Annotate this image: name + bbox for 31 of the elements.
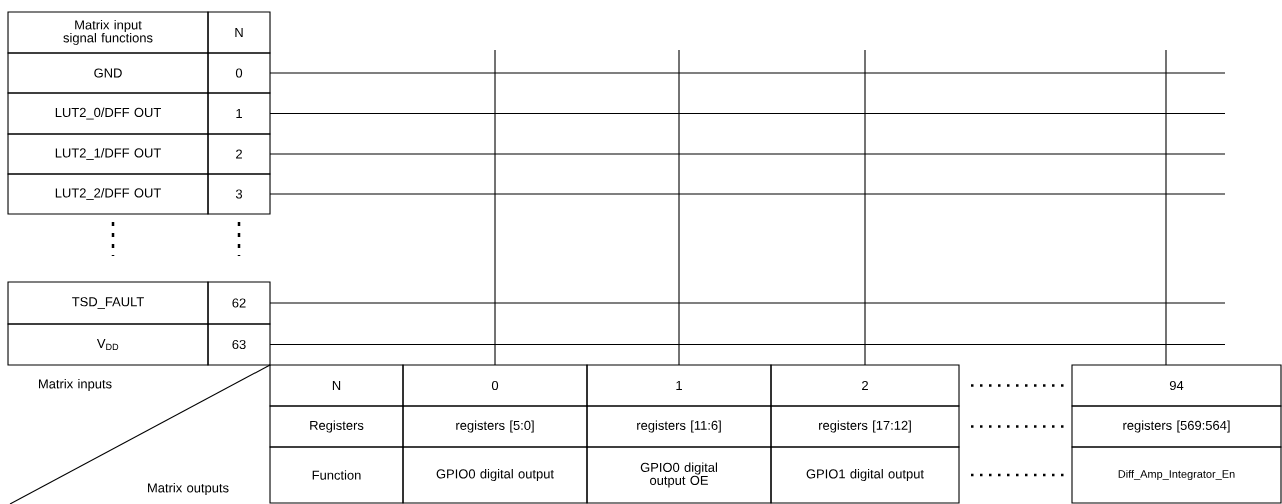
table-cell: registers [5:0] [402,405,588,448]
table-cell: GND [7,52,209,94]
table-cell: 2 [207,133,271,175]
table-cell: 2 [770,364,960,407]
table-cell: 63 [207,323,271,366]
table-cell: GPIO0 digital output OE [586,446,772,504]
table-cell: GPIO1 digital output [770,446,960,504]
table-cell: 0 [207,52,271,94]
table-cell: registers [17:12] [770,405,960,448]
axis-label: Matrix inputs [39,378,112,392]
table-cell: 3 [207,173,271,215]
table-cell: Matrix input signal functions [7,11,209,54]
table-cell: LUT2_1/DFF OUT [7,133,209,175]
table-cell: 0 [402,364,588,407]
table-cell: Function [269,446,404,504]
table-cell: registers [11:6] [586,405,772,448]
table-cell: 1 [586,364,772,407]
table-cell: Registers [269,405,404,448]
table-cell: GPIO0 digital output [402,446,588,504]
table-cell: N [207,11,271,54]
table-cell: LUT2_2/DFF OUT [7,173,209,215]
axis-label: Matrix outputs [148,482,229,496]
table-cell: V$_{DD}$ [7,323,209,366]
table-cell: 94 [1071,364,1282,407]
table-cell: registers [569:564] [1071,405,1282,448]
table-cell: 62 [207,281,271,325]
table-cell: Diff_Amp_Integrator_En [1071,446,1282,504]
table-cell: LUT2_0/DFF OUT [7,92,209,135]
table-cell: N [269,364,404,407]
table-cell: 1 [207,92,271,135]
table-cell: TSD_FAULT [7,281,209,325]
